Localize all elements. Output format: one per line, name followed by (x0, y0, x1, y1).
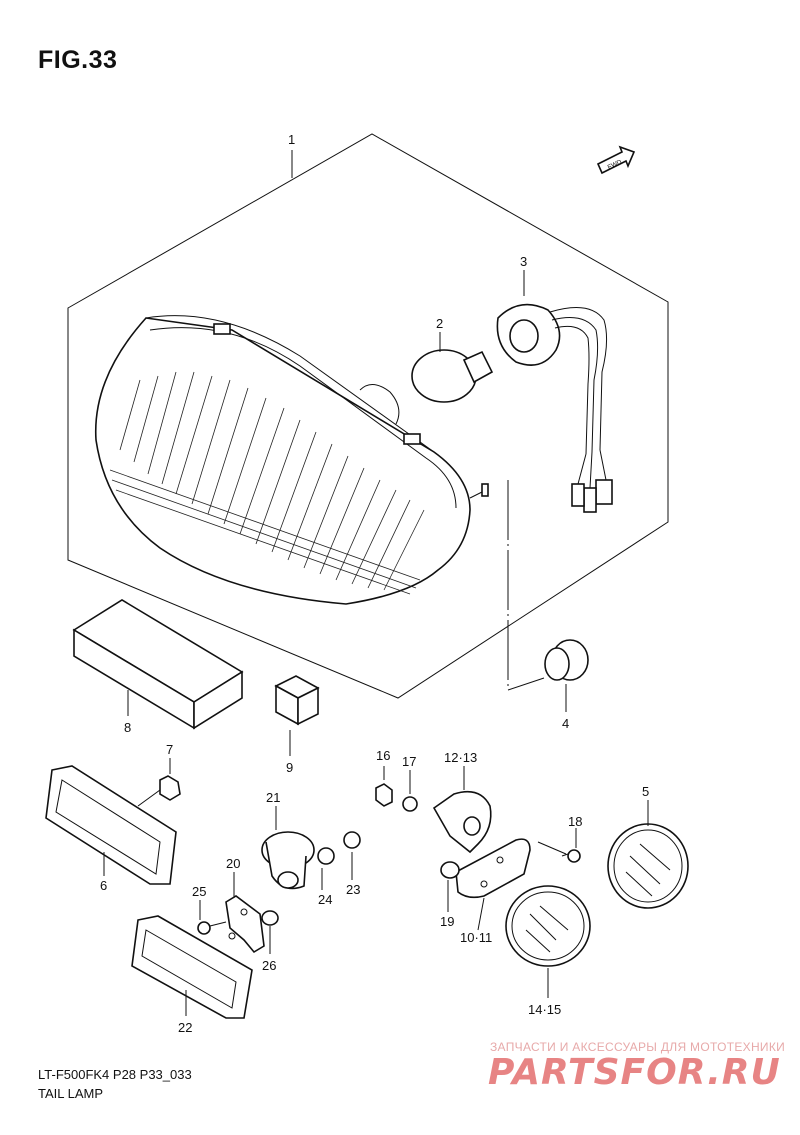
cushion-pad (274, 675, 320, 756)
figure-title: FIG.33 (38, 46, 118, 74)
nut-26 (261, 910, 279, 954)
part-label-16: 16 (376, 748, 390, 763)
footer-model-code: LT-F500FK4 P28 P33_033 (38, 1067, 192, 1082)
nut-16 (375, 766, 393, 807)
lamp-plate (455, 838, 531, 931)
part-label-20: 20 (226, 856, 240, 871)
part-label-2: 2 (436, 316, 443, 331)
socket-harness (439, 270, 613, 513)
clamp (261, 806, 315, 890)
part-label-23: 23 (346, 882, 360, 897)
rear-reflector (131, 915, 253, 1019)
watermark-tagline: ЗАПЧАСТИ И АКСЕССУАРЫ ДЛЯ МОТОТЕХНИКИ (490, 1040, 786, 1054)
part-label-14-15: 14·15 (528, 1002, 561, 1017)
foam-pad (72, 599, 244, 730)
watermark-logo: PARTSFOR.RU (488, 1052, 781, 1093)
lamp-lens (607, 800, 689, 909)
part-label-9: 9 (286, 760, 293, 775)
part-label-10-11: 10·11 (460, 930, 492, 945)
nut-23 (343, 831, 361, 880)
part-label-4: 4 (562, 716, 569, 731)
license-lamp (505, 885, 591, 998)
license-bracket (432, 766, 492, 854)
part-label-8: 8 (124, 720, 131, 735)
part-label-21: 21 (266, 790, 280, 805)
part-label-19: 19 (440, 914, 454, 929)
part-label-12-13: 12·13 (444, 750, 477, 765)
grommet (544, 639, 589, 712)
part-label-25: 25 (192, 884, 206, 899)
screw-25 (197, 900, 227, 935)
collar-17 (402, 770, 418, 812)
side-reflector (45, 765, 177, 885)
nut-19 (440, 861, 460, 912)
bulb (411, 340, 494, 403)
part-label-26: 26 (262, 958, 276, 973)
assembly-outline (67, 133, 669, 699)
part-label-17: 17 (402, 754, 416, 769)
bracket (225, 872, 265, 954)
part-label-7: 7 (166, 742, 173, 757)
part-label-24: 24 (318, 892, 332, 907)
screw-18 (537, 828, 581, 863)
part-label-18: 18 (568, 814, 582, 829)
part-label-1: 1 (288, 132, 295, 147)
fwd-arrow-icon: FWD (596, 145, 636, 175)
nut-7 (137, 758, 181, 807)
footer-assembly-name: TAIL LAMP (38, 1086, 104, 1101)
part-label-22: 22 (178, 1020, 192, 1035)
tail-lamp-housing (94, 315, 489, 605)
part-label-6: 6 (100, 878, 107, 893)
part-label-5: 5 (642, 784, 649, 799)
collar-24 (317, 847, 335, 890)
part-label-3: 3 (520, 254, 527, 269)
